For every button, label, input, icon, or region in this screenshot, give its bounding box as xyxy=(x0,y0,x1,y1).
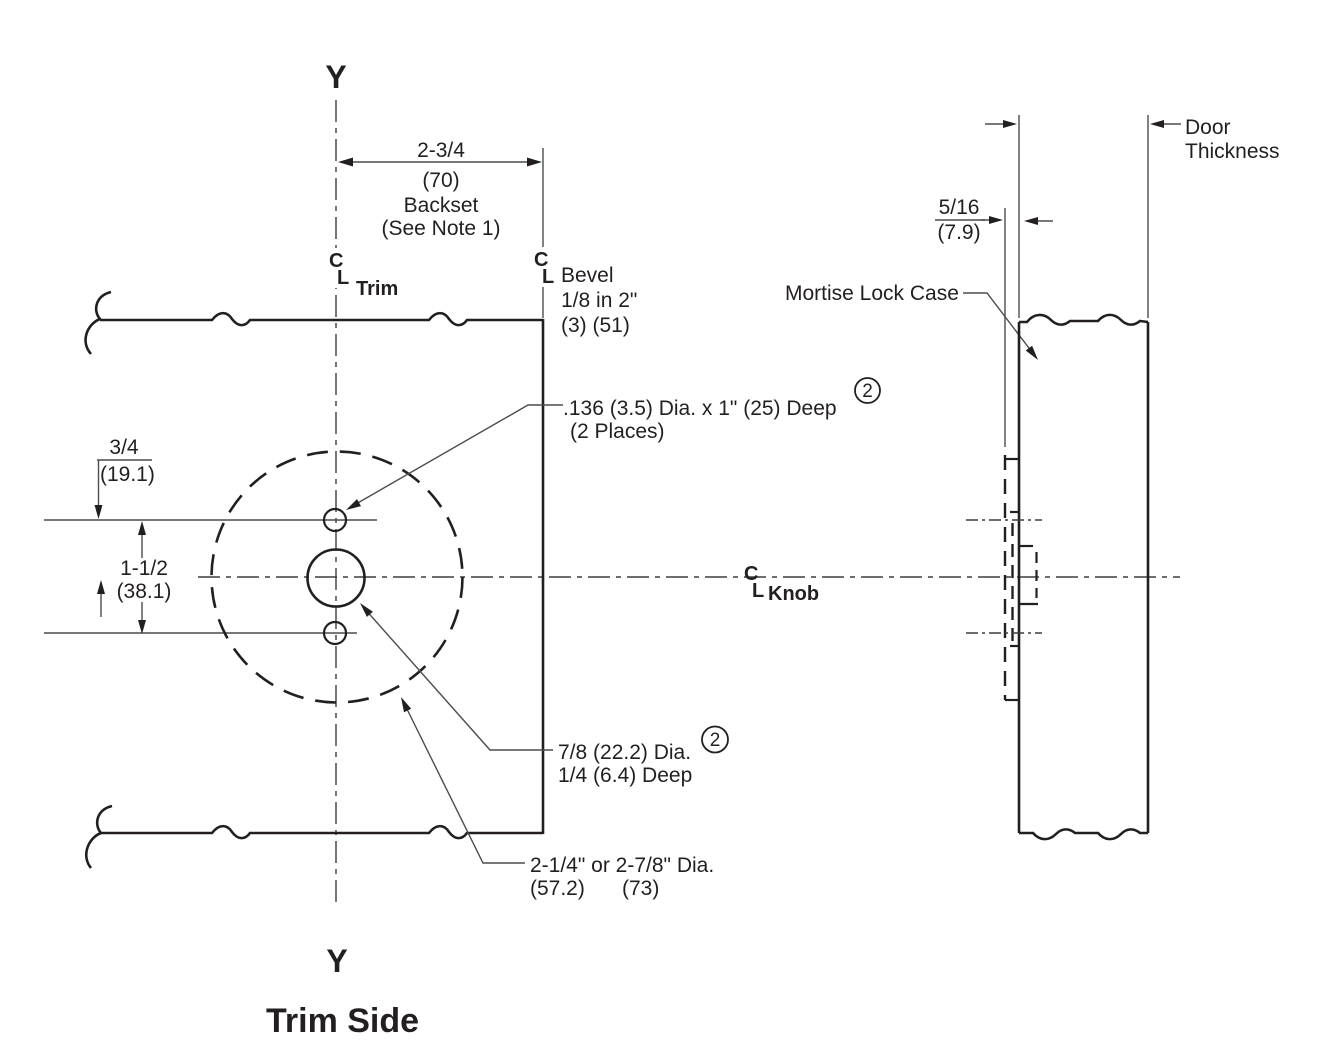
bevel-note-line2: 1/8 in 2" xyxy=(561,289,637,312)
knob-hole-leader xyxy=(363,607,553,751)
spacing-dim-value: 1-1/2 xyxy=(120,557,168,580)
backset-arrowhead-left xyxy=(338,157,353,167)
upper-spindle-hole xyxy=(322,507,348,533)
cl-trim-mask xyxy=(325,248,351,288)
cl-trim-label: Trim xyxy=(356,278,398,300)
top-hole-note-badge: 2 xyxy=(862,381,873,402)
plate-top-edge xyxy=(100,311,543,327)
backset-arrowhead-right xyxy=(527,157,542,167)
door-top-break-edge xyxy=(1019,313,1149,326)
cl-knob-label: Knob xyxy=(768,583,819,605)
cl-trim-l: L xyxy=(337,267,349,289)
knob-hole-note-line2: 1/4 (6.4) Deep xyxy=(558,764,692,787)
plate-bottom-edge xyxy=(100,824,543,840)
door-thickness-label-line1: Door xyxy=(1185,116,1231,139)
top-hole-leader xyxy=(348,404,563,509)
backset-value: 2-3/4 xyxy=(417,139,465,162)
mortise-lock-case-label: Mortise Lock Case xyxy=(785,282,959,305)
knob-hole-note-line1: 7/8 (22.2) Dia. xyxy=(558,741,691,764)
backset-name: Backset xyxy=(404,194,479,217)
trim-dia-note-metric1: (57.2) xyxy=(530,877,585,900)
axis-label-top: Y xyxy=(325,59,346,95)
plate-left-break-bottom xyxy=(85,804,113,869)
mortise-leader xyxy=(963,292,1036,357)
knob-hole-leader-arrowhead xyxy=(360,603,373,617)
top-hole-note-badge-circle xyxy=(854,377,881,404)
bevel-note-line1: Bevel xyxy=(561,264,614,287)
inset-arrowhead-right xyxy=(989,216,1003,224)
knob-hole-circle xyxy=(306,548,366,608)
left-view: Y Y Trim Side 2-3/4 (70) Backset (See No… xyxy=(44,59,1180,1040)
offset-arrowhead-down xyxy=(94,505,103,519)
spacing-arrowhead-up xyxy=(138,521,146,535)
bevel-note-line3: (3) (51) xyxy=(561,314,630,337)
trim-dia-note-line1: 2-1/4" or 2-7/8" Dia. xyxy=(530,854,714,877)
door-thickness-arrowhead-left xyxy=(1003,120,1017,128)
lower-spindle-hole xyxy=(322,620,348,646)
offset-arrowhead-up xyxy=(97,580,105,594)
backset-note: (See Note 1) xyxy=(381,217,500,240)
door-thickness-label-line2: Thickness xyxy=(1185,140,1280,163)
plate-left-break-top xyxy=(84,290,112,355)
trim-dia-note-metric2: (73) xyxy=(622,877,659,900)
inset-dim-value: 5/16 xyxy=(939,196,980,219)
cl-bevel-l: L xyxy=(542,266,554,288)
knob-hole-note-badge-circle xyxy=(701,725,729,754)
cl-knob-c: C xyxy=(744,563,758,585)
offset-dim-value: 3/4 xyxy=(109,436,139,459)
spacing-dim-metric: (38.1) xyxy=(117,580,172,603)
trim-circle-dashed xyxy=(210,450,464,704)
trim-circle-leader-arrowhead xyxy=(401,697,412,713)
cl-trim-c: C xyxy=(329,250,343,272)
offset-dim-metric: (19.1) xyxy=(100,463,155,486)
cl-bevel-c: C xyxy=(534,249,548,271)
trim-circle-leader xyxy=(402,700,525,864)
mortise-leader-arrowhead xyxy=(1025,345,1038,360)
cl-knob-l: L xyxy=(752,580,764,602)
door-thickness-arrowhead-right xyxy=(1150,120,1164,128)
inset-dim-metric: (7.9) xyxy=(937,221,980,244)
knob-hole-note-badge: 2 xyxy=(710,730,721,751)
cl-bevel-mask xyxy=(530,247,556,287)
top-hole-leader-arrowhead xyxy=(346,499,361,510)
door-bottom-break-edge xyxy=(1019,828,1148,841)
top-hole-note-line1: .136 (3.5) Dia. x 1" (25) Deep xyxy=(563,397,837,420)
spacing-arrowhead-down xyxy=(138,620,146,634)
axis-label-bottom: Y xyxy=(326,943,347,979)
top-hole-note-line2: (2 Places) xyxy=(570,420,665,443)
inset-arrowhead-left xyxy=(1024,217,1038,225)
view-title: Trim Side xyxy=(266,1002,419,1040)
backset-metric: (70) xyxy=(422,169,459,192)
right-view: Door Thickness 5/16 (7.9) Mortise Lock C… xyxy=(785,115,1280,841)
